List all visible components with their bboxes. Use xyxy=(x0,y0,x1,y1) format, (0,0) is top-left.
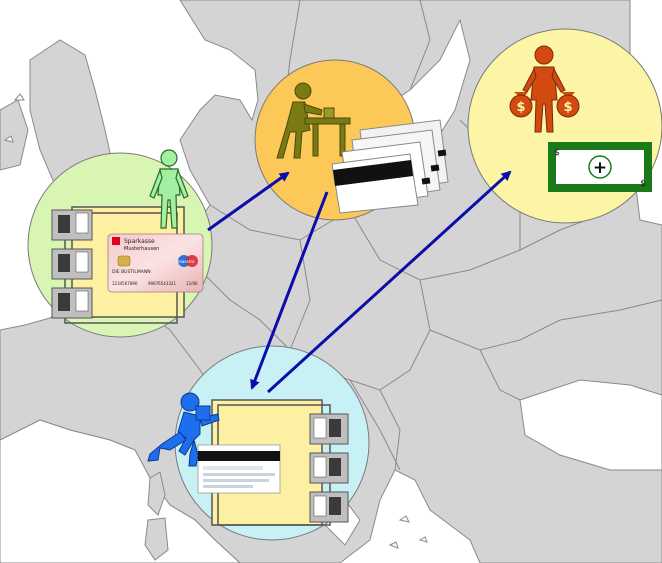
money-bag-right-symbol: $ xyxy=(563,100,572,115)
cloned-card xyxy=(197,444,281,494)
atm-slots-2 xyxy=(309,413,349,523)
card-bank-code: 99876543321 xyxy=(148,281,176,286)
cloned-card-magstripe xyxy=(198,451,280,461)
atm-slots xyxy=(51,209,93,319)
victim-person-icon xyxy=(149,149,189,229)
arrow-cloning-to-use xyxy=(250,191,329,390)
victim-panel: Sparkasse Musterhausen maestro DIE BUSTI… xyxy=(27,149,213,338)
thief-person-icon xyxy=(522,45,566,133)
card-expiry: 12/06 xyxy=(186,281,198,286)
card-holder: DIE BUSTILMANN xyxy=(112,269,151,275)
magstripe xyxy=(333,160,413,186)
banknote-icon: + $ $ xyxy=(548,142,652,192)
money-bag-left-symbol: $ xyxy=(516,100,525,115)
black-sea xyxy=(519,379,662,471)
ireland xyxy=(0,99,29,171)
fraudster-person-icon xyxy=(147,392,220,467)
banknote-symbol: + xyxy=(593,158,607,178)
card-account-no: 1234567890 xyxy=(112,281,138,286)
card-brand: maestro xyxy=(178,259,195,264)
forger-person-icon xyxy=(276,82,351,159)
bank-card: Sparkasse Musterhausen maestro DIE BUSTI… xyxy=(107,233,204,293)
card-branch: Musterhausen xyxy=(124,246,159,252)
flow-arrows xyxy=(207,170,512,394)
chip-icon xyxy=(117,255,131,267)
card-bank-name: Sparkasse xyxy=(124,238,155,245)
money-bag-left-icon: $ xyxy=(509,92,533,118)
cash-out-panel: $ $ + $ $ xyxy=(467,28,662,224)
banknote-dollar-br: $ xyxy=(640,179,646,189)
sardinia-island xyxy=(144,517,169,561)
corsica-island xyxy=(147,471,166,516)
arrow-use-to-cash-out xyxy=(266,170,512,394)
small-islands xyxy=(3,93,428,549)
stolen-card-icon xyxy=(195,405,211,421)
arrow-victim-to-cloning xyxy=(207,171,290,232)
fraudulent-use-panel xyxy=(147,345,370,541)
cloning-panel xyxy=(254,59,449,221)
blank-card-stack xyxy=(331,119,449,214)
money-bag-right-icon: $ xyxy=(556,92,580,118)
bank-logo-icon xyxy=(112,237,120,245)
cash-out-circle xyxy=(467,28,662,224)
banknote-dollar-tl: $ xyxy=(554,148,560,158)
